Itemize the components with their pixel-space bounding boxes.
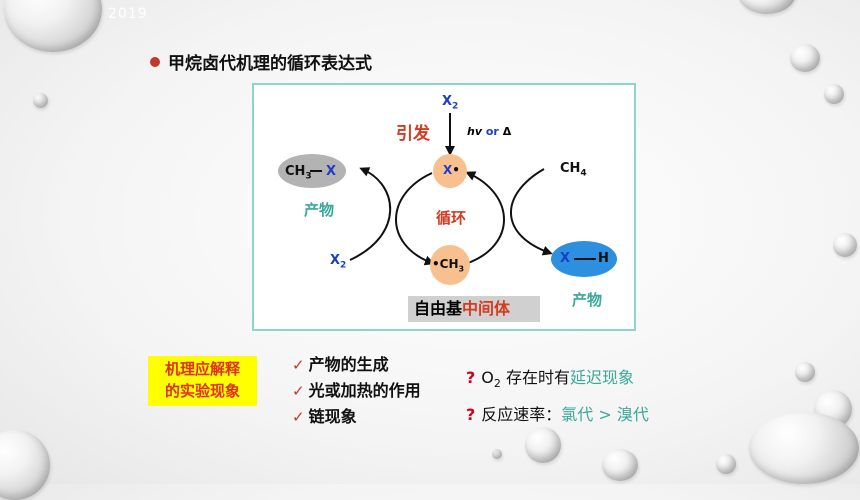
initiation-label: 引发	[396, 124, 430, 144]
cycle-diagram-arrows	[278, 113, 617, 285]
explain-box: 机理应解释 的实验现象	[148, 356, 257, 406]
product-right-label: 产物	[572, 291, 603, 309]
x-radical-label: X•	[443, 163, 460, 177]
explain-line-2: 的实验现象	[164, 382, 240, 400]
cycle-arc-left	[395, 172, 435, 266]
bullet-icon	[150, 56, 160, 67]
ch3-radical-label: •CH3	[432, 257, 465, 274]
ch3-radical-node	[430, 245, 470, 285]
title-text: 甲烷卤代机理的循环表达式	[168, 54, 372, 74]
check-list: ✓产物的生成 ✓光或加热的作用 ✓链现象	[292, 352, 421, 430]
water-drop	[0, 430, 50, 500]
cycle-arc-right	[465, 171, 505, 264]
check-item: ✓链现象	[292, 404, 421, 430]
x2-top-label: X2	[442, 94, 459, 112]
water-drop	[33, 93, 48, 108]
left-outer-arc	[349, 167, 392, 261]
question-mark-icon: ?	[466, 368, 476, 387]
checkmark-icon: ✓	[292, 382, 305, 400]
question-item-rate: ?反应速率：氯代 > 溴代	[466, 405, 649, 425]
x-radical-node	[433, 154, 467, 188]
question-mark-icon: ?	[466, 405, 476, 425]
question-list: ?O2 存在时有延迟现象 ?反应速率：氯代 > 溴代	[466, 362, 649, 430]
hx-h-label: H	[598, 251, 609, 266]
water-drop	[525, 427, 561, 463]
corner-text: 2019	[108, 6, 148, 22]
intermediate-label: 自由基中间体	[408, 296, 540, 322]
water-drop	[824, 84, 844, 104]
checkmark-icon: ✓	[292, 408, 305, 426]
product-left-label: 产物	[304, 201, 335, 219]
water-drop	[492, 449, 502, 459]
ch3x-x-label: X	[326, 164, 337, 179]
hx-x-label: X	[560, 251, 571, 266]
water-drop	[790, 44, 820, 72]
water-drop	[4, 0, 102, 52]
check-item: ✓光或加热的作用	[292, 378, 421, 404]
water-drop	[833, 233, 857, 257]
water-drop	[749, 412, 859, 484]
ch4-label: CH4	[560, 161, 587, 179]
water-drop	[716, 454, 736, 474]
checkmark-icon: ✓	[292, 356, 305, 374]
water-drop	[602, 449, 638, 481]
water-drop	[738, 0, 796, 14]
question-item-oxygen: ?O2 存在时有延迟现象	[466, 368, 634, 391]
cycle-diagram: X2 引发 hv or Δ X• •CH3 循环 CH3 X 产物 X2 CH4…	[252, 83, 636, 331]
x2-left-label: X2	[330, 253, 347, 271]
right-outer-arc	[510, 168, 553, 256]
water-drop	[795, 362, 815, 382]
cycle-label: 循环	[436, 209, 467, 227]
conditions-label: hv or Δ	[467, 125, 512, 138]
explain-line-1: 机理应解释	[164, 360, 240, 378]
check-item: ✓产物的生成	[292, 352, 421, 378]
slide-title: 甲烷卤代机理的循环表达式	[150, 49, 372, 74]
ch3x-label: CH3	[285, 164, 312, 182]
